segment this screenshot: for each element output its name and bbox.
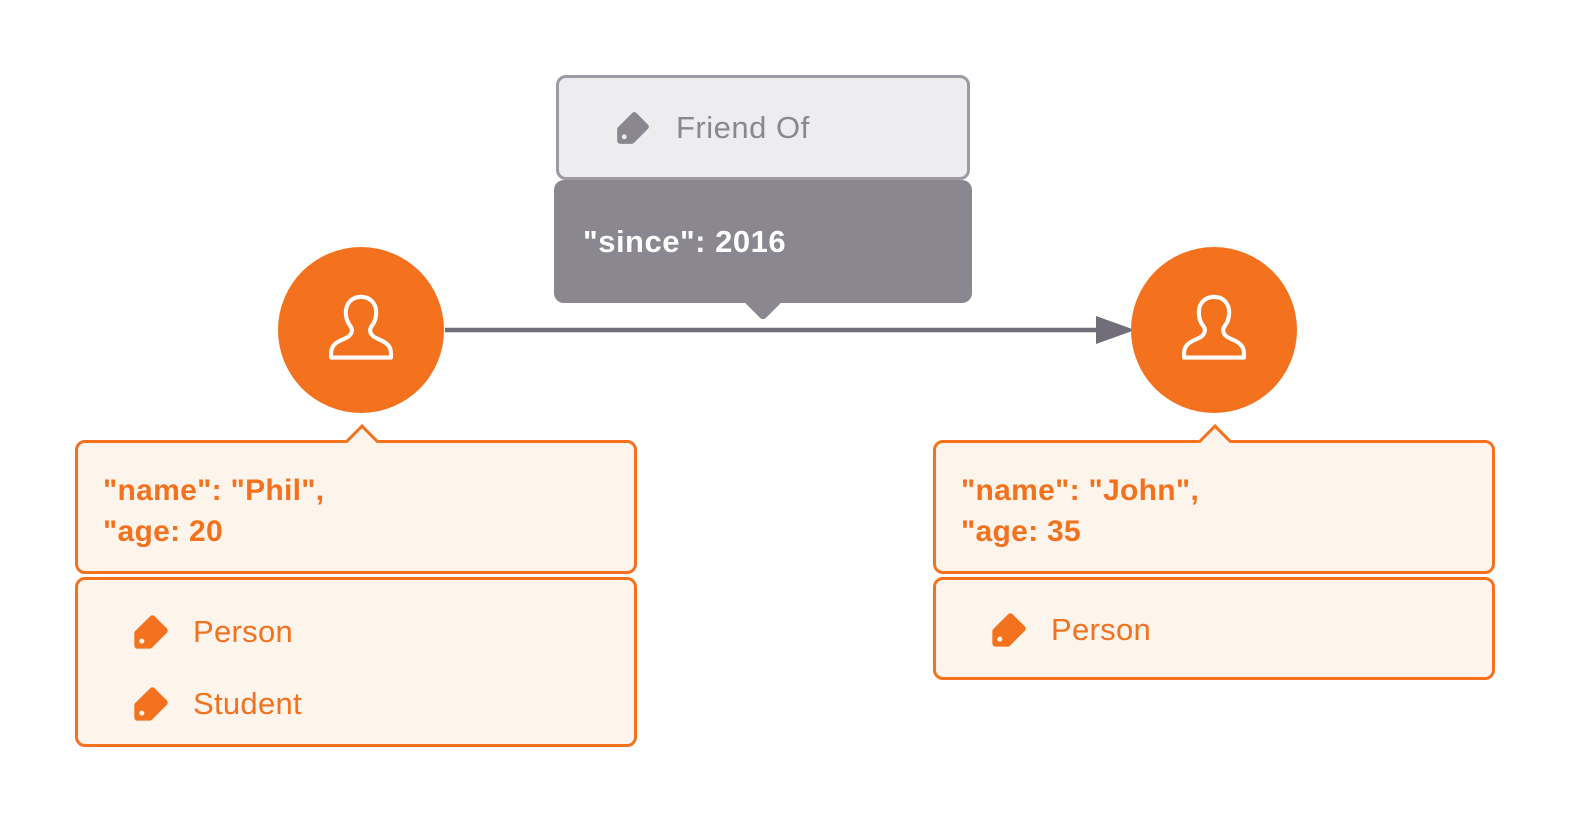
person-icon bbox=[1182, 294, 1246, 360]
label-row-person: Person bbox=[131, 609, 634, 655]
tag-icon bbox=[992, 613, 1026, 647]
node-label: Person bbox=[1051, 612, 1152, 647]
relationship-label: Friend Of bbox=[676, 109, 810, 145]
relationship-property: "since": 2016 bbox=[583, 223, 787, 259]
property-line: "age: 20 bbox=[103, 515, 224, 548]
relationship-label-box: Friend Of bbox=[556, 75, 970, 180]
property-line: "name": "Phil", bbox=[103, 474, 325, 507]
node-label: Person bbox=[193, 614, 294, 649]
person-icon bbox=[329, 294, 393, 360]
label-row-person: Person bbox=[989, 607, 1492, 653]
node-phil bbox=[278, 247, 444, 413]
relationship-property-box: "since": 2016 bbox=[554, 170, 972, 321]
property-line: "age: 35 bbox=[961, 515, 1082, 548]
node-label: Student bbox=[193, 686, 302, 721]
john-properties: "name": "John", "age: 35 bbox=[936, 443, 1492, 552]
node-john bbox=[1131, 247, 1297, 413]
label-row-student: Student bbox=[131, 681, 634, 727]
tag-icon bbox=[134, 615, 168, 649]
labels-list: Person bbox=[936, 580, 1492, 653]
tag-icon bbox=[617, 111, 649, 144]
phil-properties-box: "name": "Phil", "age: 20 bbox=[75, 424, 637, 574]
tag-icon bbox=[134, 687, 168, 721]
john-labels-box: Person bbox=[933, 577, 1495, 680]
phil-properties: "name": "Phil", "age: 20 bbox=[78, 443, 634, 552]
edge-arrow bbox=[445, 316, 1135, 344]
john-properties-box: "name": "John", "age: 35 bbox=[933, 424, 1495, 574]
phil-labels-box: Person Student bbox=[75, 577, 637, 747]
labels-list: Person Student bbox=[78, 580, 634, 727]
property-line: "name": "John", bbox=[961, 474, 1200, 507]
